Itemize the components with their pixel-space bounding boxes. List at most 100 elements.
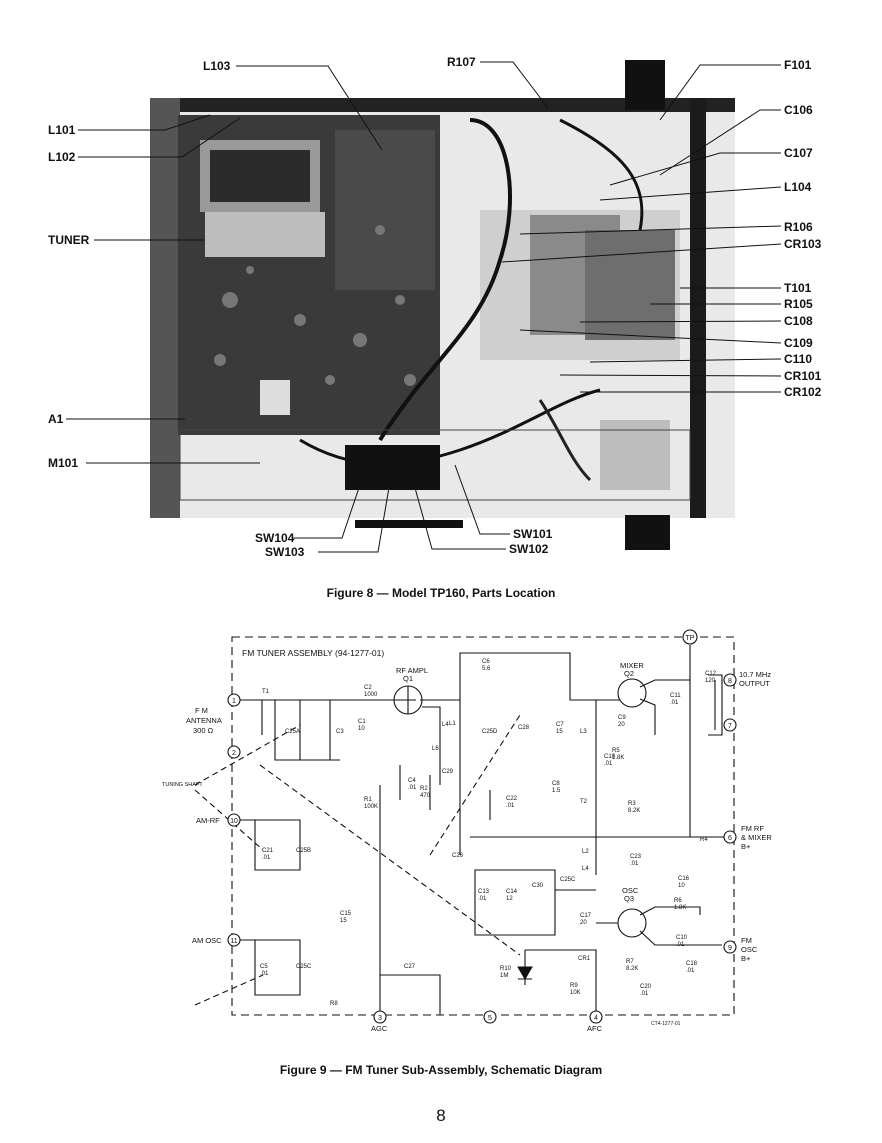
antenna-line2: ANTENNA	[186, 716, 222, 725]
component-r4: R4	[700, 837, 708, 843]
component-value-r10: 1M	[500, 973, 508, 979]
component-r2: R2	[420, 786, 428, 792]
q2-line2: Q2	[624, 669, 634, 678]
q2-line1: MIXER	[620, 661, 644, 670]
terminal-numbers: 1 2 10 11 3 5 4 6 8 7 9 TP	[230, 635, 732, 1022]
terminal-5: 5	[488, 1015, 492, 1022]
schematic-labels: FM TUNER ASSEMBLY (94-1277-01) TUNING SH…	[162, 648, 772, 1033]
component-value-c7: 15	[556, 729, 563, 735]
schematic-wiring	[194, 636, 735, 1016]
component-c13: C13	[478, 889, 490, 895]
component-c22: C22	[506, 796, 518, 802]
label-c108: C108	[784, 314, 813, 328]
component-value-c23: .01	[630, 861, 639, 867]
component-c28: C28	[518, 725, 530, 731]
antenna-line3: 300 Ω	[193, 726, 214, 735]
component-c2: C2	[364, 685, 372, 691]
component-c9: C9	[618, 715, 626, 721]
chassis-photo	[150, 60, 735, 550]
assembly-title: FM TUNER ASSEMBLY (94-1277-01)	[242, 648, 384, 658]
component-r3: R3	[628, 801, 636, 807]
terminal-7: 7	[728, 723, 732, 730]
part-number: CT4-1277-01	[651, 1021, 681, 1027]
q1-line1: RF AMPL	[396, 666, 428, 675]
label-l104: L104	[784, 180, 812, 194]
terminal-11: 11	[230, 938, 237, 945]
component-c16: C16	[678, 876, 690, 882]
component-c25d: C25D	[482, 729, 498, 735]
component-c25b: C25B	[296, 848, 311, 854]
fm-rf-line2: & MIXER	[741, 833, 772, 842]
terminal-3: 3	[378, 1015, 382, 1022]
q3-line2: Q3	[624, 894, 634, 903]
figure9-caption: Figure 9 — FM Tuner Sub-Assembly, Schema…	[279, 1063, 603, 1077]
label-l101: L101	[48, 123, 76, 137]
component-c27: C27	[404, 964, 416, 970]
terminal-1: 1	[232, 698, 236, 705]
label-cr103: CR103	[784, 237, 822, 251]
component-r9: R9	[570, 983, 578, 989]
component-r8: R8	[330, 1001, 338, 1007]
page-number: 8	[436, 1106, 446, 1125]
component-value-c13: .01	[478, 896, 487, 902]
component-value-c5: .01	[260, 971, 269, 977]
label-l103: L103	[203, 59, 231, 73]
component-value-r5: 1.8K	[612, 755, 624, 761]
label-c110: C110	[784, 352, 812, 366]
fm-rf-line3: B+	[741, 842, 751, 851]
label-sw104: SW104	[255, 531, 295, 545]
component-c12: C12	[705, 671, 717, 677]
component-cr1: CR1	[578, 956, 591, 962]
component-value-c9: 20	[618, 722, 625, 728]
component-c21: C21	[262, 848, 274, 854]
component-r5: R5	[612, 748, 620, 754]
component-value-c12: 120	[705, 678, 716, 684]
fm-osc-line1: FM	[741, 936, 752, 945]
component-r10: R10	[500, 966, 512, 972]
terminal-10: 10	[230, 818, 238, 825]
component-l1: L1	[449, 721, 456, 727]
component-l4: L4	[582, 866, 589, 872]
tuning-shaft-label: TUNING SHAFT	[162, 782, 203, 788]
component-value-c11: .01	[670, 700, 679, 706]
component-c3: C3	[336, 729, 344, 735]
component-c6: C6	[482, 659, 490, 665]
component-value-c6: 5.6	[482, 666, 491, 672]
label-cr101: CR101	[784, 369, 822, 383]
component-l4: L4	[442, 722, 449, 728]
component-value-c14: 12	[506, 896, 513, 902]
figure9-schematic: 1 2 10 11 3 5 4 6 8 7 9 TP FM TUNER ASSE…	[162, 629, 772, 1033]
component-c25c: C25C	[296, 964, 312, 970]
label-m101: M101	[48, 456, 78, 470]
terminal-4: 4	[594, 1015, 598, 1022]
component-value-c21: .01	[262, 855, 271, 861]
label-r107: R107	[447, 55, 476, 69]
component-value-r3: 8.2K	[628, 808, 640, 814]
component-c17: C17	[580, 913, 592, 919]
component-value-c15: 15	[340, 918, 347, 924]
fm-osc-line3: B+	[741, 954, 751, 963]
component-value-r7: 8.2K	[626, 966, 638, 972]
component-value-r6: 1.8K	[674, 905, 686, 911]
label-sw103: SW103	[265, 545, 305, 559]
component-value-r2: 470	[420, 793, 431, 799]
agc-label: AGC	[371, 1024, 388, 1033]
component-l6: L6	[432, 746, 439, 752]
figure8-parts-location: L103 L101 L102 TUNER A1 M101 R107 F101 C…	[48, 55, 822, 559]
am-osc-label: AM OSC	[192, 936, 222, 945]
antenna-line1: F M	[195, 706, 208, 715]
label-r105: R105	[784, 297, 813, 311]
label-a1: A1	[48, 412, 64, 426]
component-value-c16: 10	[678, 883, 685, 889]
fm-osc-line2: OSC	[741, 945, 758, 954]
component-t2: T2	[580, 799, 588, 805]
label-cr102: CR102	[784, 385, 822, 399]
label-l102: L102	[48, 150, 76, 164]
component-value-c2: 1000	[364, 692, 378, 698]
label-c109: C109	[784, 336, 813, 350]
afc-label: AFC	[587, 1024, 603, 1033]
output-line2: OUTPUT	[739, 679, 770, 688]
component-c18: C18	[686, 961, 698, 967]
component-r7: R7	[626, 959, 634, 965]
